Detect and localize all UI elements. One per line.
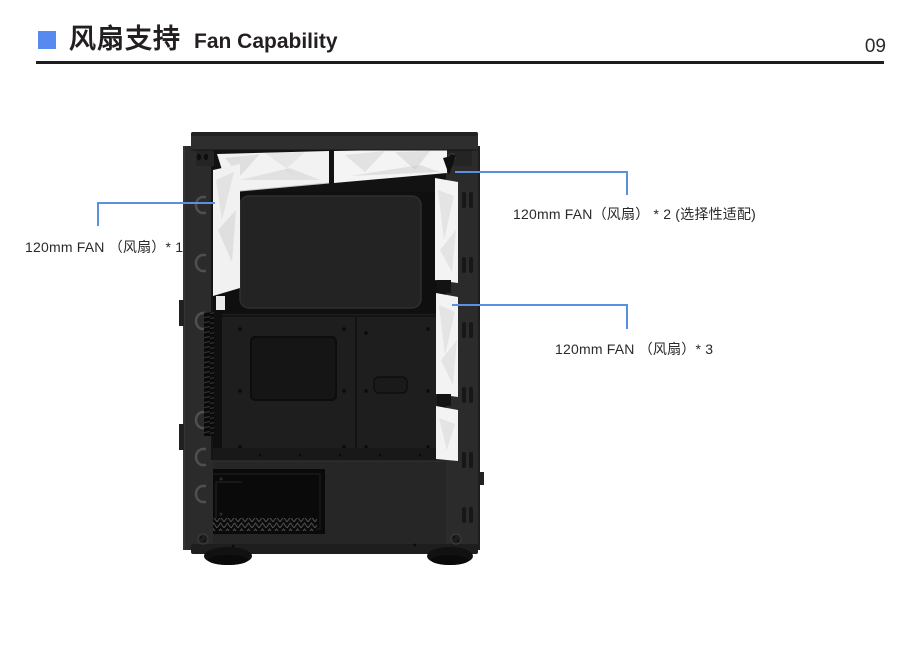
callout-line-front-fan-v (97, 202, 99, 226)
top-fans (217, 149, 456, 193)
header-rule (36, 61, 884, 64)
psu-shroud (196, 460, 466, 548)
page-number: 09 (864, 36, 886, 57)
page-title-en: Fan Capability (194, 29, 338, 53)
side-fans (435, 178, 458, 461)
pc-case-illustration (179, 132, 484, 565)
label-side-fan: 120mm FAN （风扇）* 3 (555, 341, 714, 357)
front-fan (213, 164, 240, 310)
page-header: 风扇支持 Fan Capability (38, 26, 338, 53)
callout-line-side-fan-h (452, 304, 628, 306)
label-top-fan: 120mm FAN（风扇） * 2 (选择性适配) (513, 206, 757, 222)
fans (213, 149, 458, 461)
top-lid (191, 132, 478, 151)
callout-line-top-fan-h (455, 171, 628, 173)
cable-slots-right (462, 192, 473, 523)
callout-line-top-fan-v (626, 171, 628, 195)
callout-line-side-fan-v (626, 304, 628, 329)
label-front-fan: 120mm FAN （风扇）* 1 (25, 239, 184, 255)
case-feet (204, 547, 473, 565)
page-title-zh: 风扇支持 (69, 24, 181, 54)
callout-line-front-fan-h (97, 202, 215, 204)
case-bottom (191, 533, 478, 565)
front-vent-ridges (204, 312, 214, 436)
cable-hooks-left (194, 195, 206, 504)
case-interior (213, 160, 448, 463)
accent-square-icon (38, 30, 56, 49)
